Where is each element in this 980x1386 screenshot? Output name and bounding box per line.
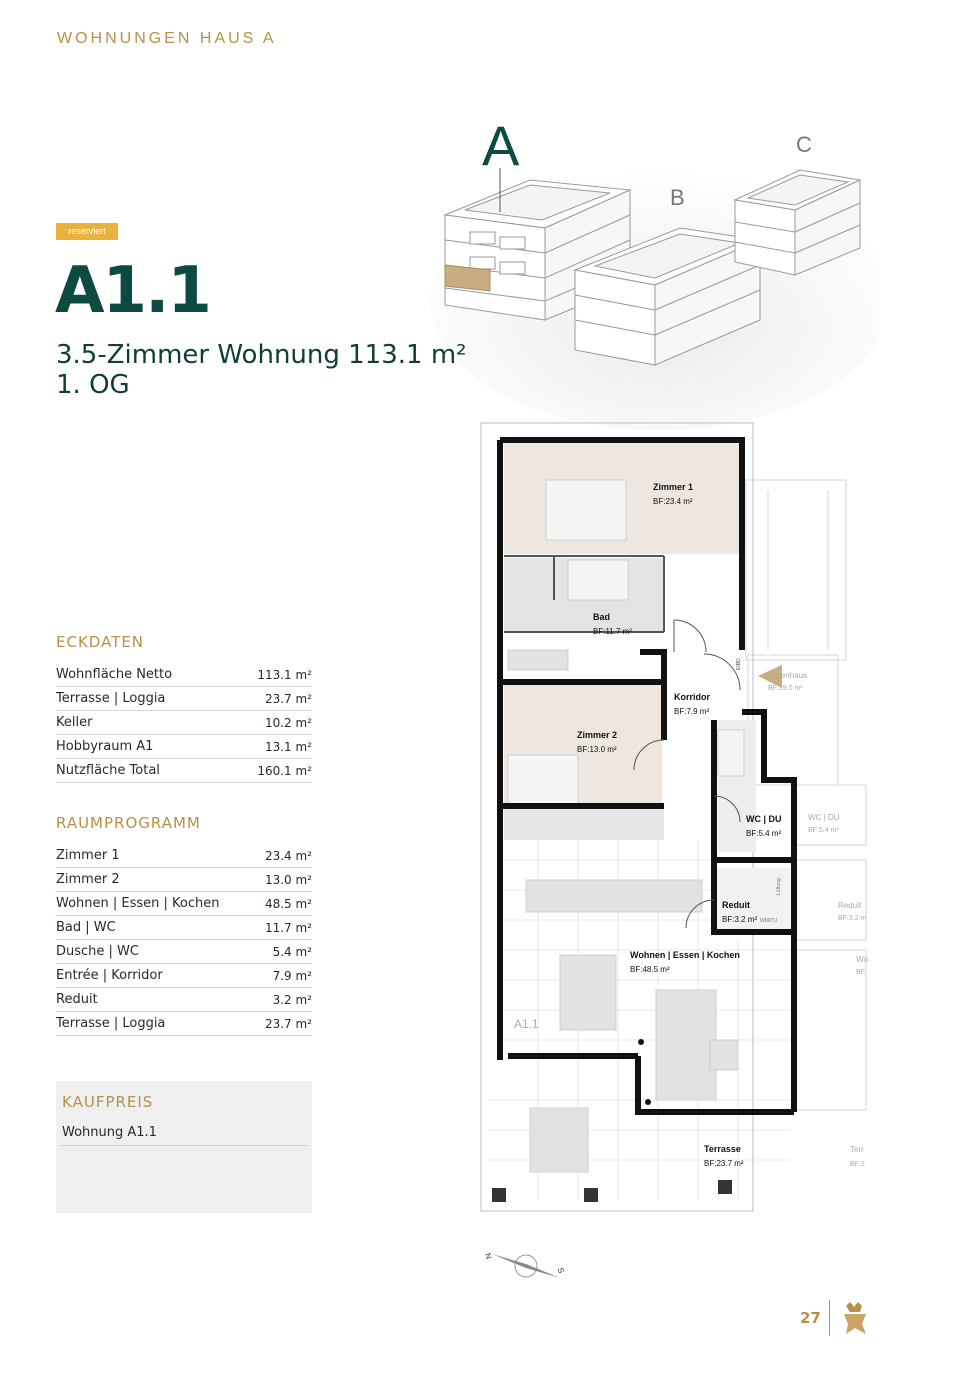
room-label-reduit: Reduit: [722, 900, 750, 910]
kaufpreis-item: Wohnung A1.1: [60, 1125, 308, 1146]
room-area-zimmer2: BF:13.0 m²: [577, 745, 617, 754]
page-number: 27: [800, 1309, 821, 1327]
wmtu-label: WM/TU: [760, 918, 777, 924]
kaufpreis-box: KAUFPREIS Wohnung A1.1: [56, 1081, 312, 1213]
kaufpreis-title: KAUFPREIS: [62, 1093, 154, 1111]
exterior-walls: [497, 437, 797, 1115]
building-label-c: C: [796, 132, 812, 157]
page-separator: [829, 1300, 830, 1336]
neighbor-area-wo: BF:: [856, 969, 867, 976]
room-label-bad: Bad: [593, 612, 610, 622]
room-label-wcdu: WC | DU: [746, 814, 782, 824]
neighbor-label-treppenhaus: ppenhaus: [772, 671, 807, 680]
neighbor-label-wo: Wo: [856, 955, 868, 964]
room-area-wohnen: BF:48.5 m²: [630, 965, 670, 974]
logo-icon: [844, 1302, 866, 1334]
doors: [633, 619, 741, 929]
neighbor-unit: [745, 479, 867, 1111]
highlighted-unit: [444, 264, 491, 292]
room-label-wohnen: Wohnen | Essen | Kochen: [630, 950, 740, 960]
room-area-terrasse: BF:23.7 m²: [704, 1159, 744, 1168]
interior-walls: [504, 555, 665, 633]
neighbor-label-wcdu: WC | DU: [808, 813, 840, 822]
lueftung-label: Lüftung: [776, 878, 782, 895]
eckdaten-title: ECKDATEN: [56, 633, 145, 651]
room-area-korridor: BF:7.9 m²: [674, 707, 709, 716]
neighbor-label-reduit: Reduit: [838, 901, 862, 910]
building-b: [573, 227, 762, 366]
unit-code: A1.1: [55, 254, 212, 328]
neighbor-area-wcdu: BF:5.4 m²: [808, 827, 839, 834]
neighbor-area-reduit: BF:3.2 m: [838, 915, 867, 922]
room-area-wcdu: BF:5.4 m²: [746, 829, 781, 838]
room-label-zimmer1: Zimmer 1: [653, 482, 693, 492]
building-label-b: B: [670, 185, 685, 210]
status-badge: reserviert: [56, 223, 118, 240]
building-label-a: A: [482, 114, 520, 177]
furniture: [507, 479, 745, 1173]
header-title: WOHNUNGEN HAUS A: [57, 30, 277, 47]
kitchen-counter: [504, 808, 664, 840]
terrace-posts: [492, 1180, 732, 1202]
unit-tag: A1.1: [514, 1017, 539, 1031]
room-label-terrasse: Terrasse: [704, 1144, 741, 1154]
room-area-zimmer1: BF:23.4 m²: [653, 497, 693, 506]
room-area-bad: BF:11.7 m²: [593, 627, 632, 636]
compass-s: S: [556, 1266, 566, 1274]
room-reduit-fill: [714, 868, 790, 934]
building-c: [733, 169, 862, 276]
entrance-arrow-icon: [758, 665, 782, 688]
raumprogramm-title: RAUMPROGRAMM: [56, 814, 201, 832]
compass-n: N: [483, 1252, 494, 1261]
eibox-label: EIBD: [736, 658, 742, 670]
neighbor-area-treppenhaus: BF:19.0 m²: [768, 685, 803, 692]
compass-icon: N S: [483, 1252, 566, 1278]
unit-subtitle-line1: 3.5-Zimmer Wohnung 113.1 m²: [56, 340, 467, 370]
floor-plan: Zimmer 1 BF:23.4 m² Bad BF:11.7 m² Korri…: [480, 422, 868, 1212]
building-illustration: A B C: [430, 114, 880, 430]
neighbor-label-terr: Terr: [850, 1145, 864, 1154]
room-label-zimmer2: Zimmer 2: [577, 730, 617, 740]
unit-subtitle: 3.5-Zimmer Wohnung 113.1 m² 1. OG: [56, 340, 467, 400]
room-label-korridor: Korridor: [674, 692, 710, 702]
neighbor-area-terr: BF:2: [850, 1161, 865, 1168]
unit-subtitle-line2: 1. OG: [56, 370, 130, 400]
room-area-reduit: BF:3.2 m²: [722, 915, 757, 924]
